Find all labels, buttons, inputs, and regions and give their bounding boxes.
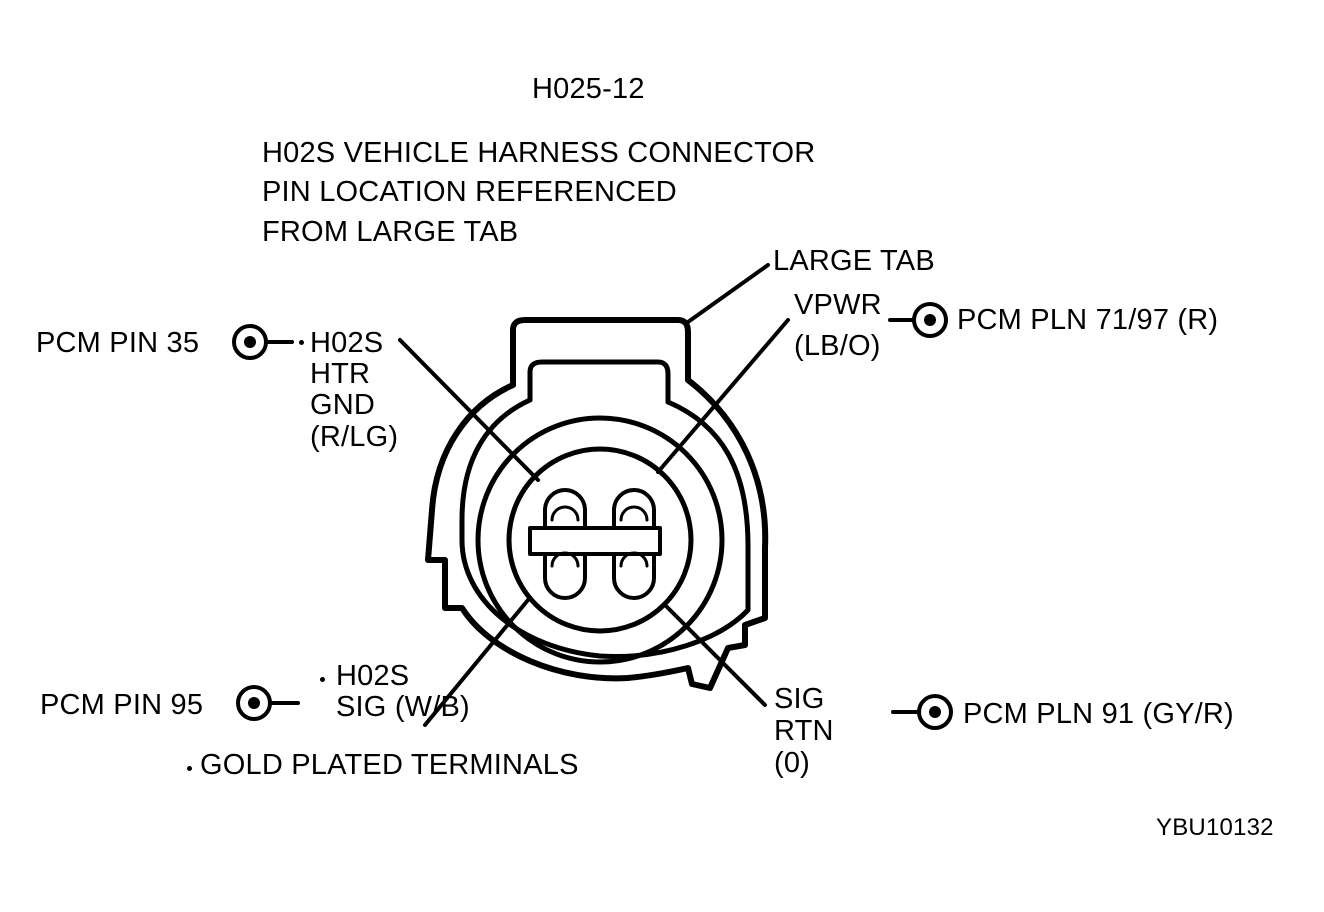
signal-name-line-1: H02S [336,660,410,692]
terminal-bottom-left [543,551,587,600]
vpwr-wire-color: (LB/O) [794,330,881,362]
figure-id: H025-12 [532,73,645,105]
connector-inner-housing [459,397,751,660]
pcm-pin-35-symbol [232,324,294,360]
terminal-top-right [612,488,656,530]
large-tab-label: LARGE TAB [773,245,935,277]
heater-ground-name-line-2: HTR [310,358,371,390]
signal-return-name-line-1: SIG [774,683,825,715]
drawing-number: YBU10132 [1156,814,1274,841]
footnote-bullet [187,766,192,771]
leader-line-signal [423,598,530,727]
heading-line-3: FROM LARGE TAB [262,216,519,248]
gold-plated-marker-heater-ground [299,340,304,345]
heading-line-2: PIN LOCATION REFERENCED [262,176,677,208]
connector-outer-housing [425,317,769,691]
heater-ground-name-line-3: GND [310,389,376,421]
terminal-bottom-right [612,551,656,600]
heater-ground-wire-color: (R/LG) [310,421,399,453]
pcm-pin-95-symbol [236,685,300,721]
pcm-pin-71-97-label: PCM PLN 71/97 (R) [957,304,1219,336]
footnote-gold-plated-terminals: GOLD PLATED TERMINALS [200,749,579,781]
leader-line-vpwr [656,318,790,474]
vpwr-name: VPWR [794,289,882,321]
pcm-pin-91-symbol [891,694,953,730]
heading-line-1: H02S VEHICLE HARNESS CONNECTOR [262,137,816,169]
large-tab-inner-outline [527,359,671,405]
pcm-pin-95-label: PCM PIN 95 [40,689,204,721]
leader-line-large-tab [686,263,770,324]
heater-ground-name-line-1: H02S [310,327,384,359]
pcm-pin-71-97-symbol [888,302,948,338]
terminal-bridge [528,526,662,556]
signal-name-line-2: SIG (W/B) [336,691,470,723]
terminal-top-left [543,488,587,530]
leader-line-heater-ground [398,338,540,482]
pcm-pin-35-label: PCM PIN 35 [36,327,200,359]
pcm-pin-91-label: PCM PLN 91 (GY/R) [963,698,1234,730]
connector-middle-ring [475,415,725,665]
leader-line-signal-return [662,602,767,707]
gold-plated-marker-signal [320,677,325,682]
connector-inner-ring [506,446,694,634]
signal-return-name-line-3: (0) [774,747,811,779]
signal-return-name-line-2: RTN [774,715,834,747]
